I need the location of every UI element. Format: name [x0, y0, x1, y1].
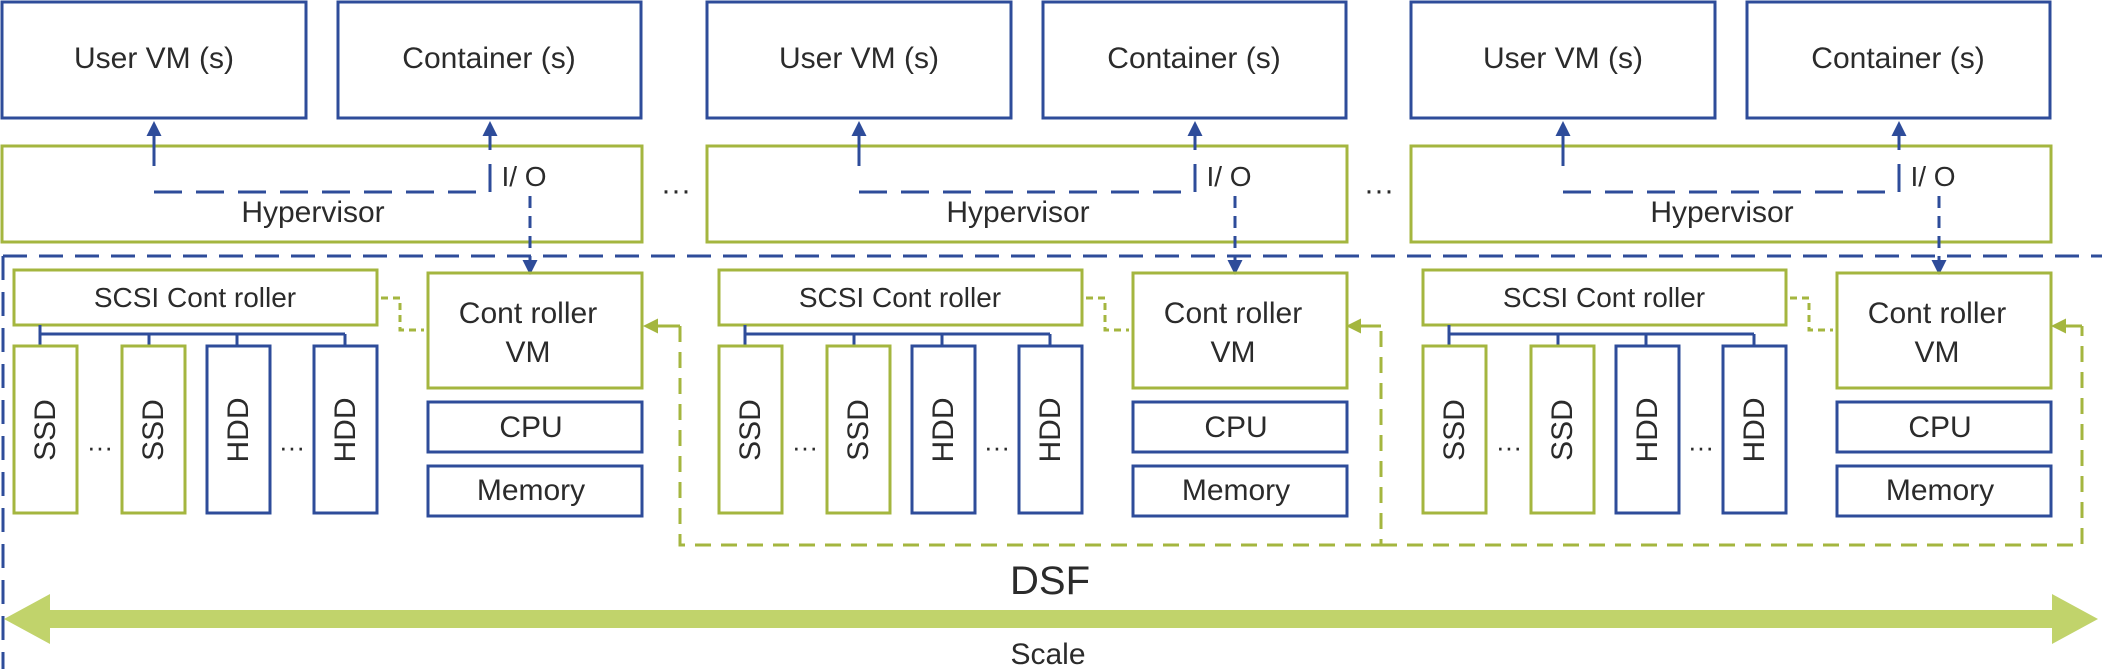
disk-hdd-label: HDD — [1631, 398, 1664, 463]
scsi-controller-link — [381, 296, 424, 332]
disk-ssd-label: SSD — [137, 399, 170, 461]
scsi-controller-box — [1421, 268, 1788, 327]
disk-ssd — [825, 344, 892, 515]
cpu-label: CPU — [1908, 411, 1971, 444]
disk-ellipsis: ··· — [984, 432, 1010, 462]
storage-pool-boundary — [678, 326, 2084, 547]
dsf-boundary — [1, 254, 2102, 669]
user-vm-label: User VM (s) — [779, 42, 939, 75]
disk-hdd — [910, 344, 977, 515]
disk-ssd-label: SSD — [842, 399, 875, 461]
scsi-disk-bus — [1447, 325, 1756, 346]
scsi-controller-box — [717, 268, 1084, 327]
node-gap-ellipsis: ··· — [1364, 174, 1394, 207]
cpu-label: CPU — [1204, 411, 1267, 444]
disk-hdd-label: HDD — [1034, 398, 1067, 463]
controller-vm-label-line2: VM — [506, 336, 551, 369]
node: User VM (s) Container (s) Hypervisor I/ … — [0, 0, 644, 518]
cpu-label: CPU — [499, 411, 562, 444]
user-vm-label: User VM (s) — [1483, 42, 1643, 75]
scsi-controller-box — [12, 268, 379, 327]
disk-ellipsis: ··· — [1688, 432, 1714, 462]
disk-ssd-label: SSD — [29, 399, 62, 461]
user-vm-box — [1409, 0, 1717, 120]
disk-ssd — [1529, 344, 1596, 515]
container-label: Container (s) — [1811, 42, 1984, 75]
hypervisor-label: Hypervisor — [946, 196, 1089, 229]
disk-hdd-label: HDD — [329, 398, 362, 463]
disk-ssd — [1421, 344, 1488, 515]
hypervisor-box — [705, 144, 1349, 244]
scsi-controller-label: SCSI Cont roller — [94, 282, 296, 313]
scsi-controller-link — [1086, 296, 1129, 332]
disk-ssd-label: SSD — [1438, 399, 1471, 461]
cpu-box — [1131, 400, 1349, 454]
scsi-controller-link — [1790, 296, 1833, 332]
hypervisor-box — [0, 144, 644, 244]
io-dashed-path — [859, 146, 1197, 194]
memory-label: Memory — [477, 474, 585, 507]
cpu-box — [1835, 400, 2053, 454]
io-label: I/ O — [1910, 161, 1955, 192]
io-dashed-path — [154, 146, 492, 194]
controller-vm-label-line2: VM — [1915, 336, 1960, 369]
cpu-box — [426, 400, 644, 454]
container-label: Container (s) — [1107, 42, 1280, 75]
controller-vm-label-line2: VM — [1211, 336, 1256, 369]
dsf-label: DSF — [1010, 559, 1090, 603]
disk-ellipsis: ··· — [87, 432, 113, 462]
disk-ssd — [717, 344, 784, 515]
disk-hdd — [1017, 344, 1084, 515]
disk-hdd-label: HDD — [927, 398, 960, 463]
scsi-controller-label: SCSI Cont roller — [799, 282, 1001, 313]
controller-vm-label-line1: Cont roller — [1164, 297, 1302, 330]
disk-hdd — [1614, 344, 1681, 515]
disk-hdd-label: HDD — [222, 398, 255, 463]
scale-label: Scale — [1010, 638, 1085, 669]
hypervisor-label: Hypervisor — [1650, 196, 1793, 229]
hypervisor-box — [1409, 144, 2053, 244]
io-label: I/ O — [1206, 161, 1251, 192]
scsi-disk-bus — [38, 325, 347, 346]
scale-arrow — [4, 594, 2098, 644]
controller-vm-label-line1: Cont roller — [459, 297, 597, 330]
memory-label: Memory — [1182, 474, 1290, 507]
user-vm-box — [705, 0, 1013, 120]
controller-vm-box — [1131, 271, 1349, 390]
disk-hdd — [1721, 344, 1788, 515]
io-label: I/ O — [501, 161, 546, 192]
container-box — [1041, 0, 1348, 120]
hypervisor-label: Hypervisor — [241, 196, 384, 229]
node: User VM (s) Container (s) Hypervisor I/ … — [705, 0, 1349, 518]
container-label: Container (s) — [402, 42, 575, 75]
scsi-disk-bus — [743, 325, 1052, 346]
memory-box — [426, 464, 644, 518]
disk-hdd-label: HDD — [1738, 398, 1771, 463]
memory-box — [1131, 464, 1349, 518]
user-vm-box — [0, 0, 308, 120]
memory-label: Memory — [1886, 474, 1994, 507]
controller-vm-box — [1835, 271, 2053, 390]
disk-ellipsis: ··· — [279, 432, 305, 462]
disk-ssd-label: SSD — [734, 399, 767, 461]
container-box — [336, 0, 643, 120]
disk-hdd — [205, 344, 272, 515]
disk-ssd — [12, 344, 79, 515]
controller-vm-label-line1: Cont roller — [1868, 297, 2006, 330]
user-vm-label: User VM (s) — [74, 42, 234, 75]
memory-box — [1835, 464, 2053, 518]
disk-ssd-label: SSD — [1546, 399, 1579, 461]
io-dashed-path — [1563, 146, 1901, 194]
disk-ellipsis: ··· — [792, 432, 818, 462]
scsi-controller-label: SCSI Cont roller — [1503, 282, 1705, 313]
container-box — [1745, 0, 2052, 120]
disk-hdd — [312, 344, 379, 515]
controller-vm-box — [426, 271, 644, 390]
disk-ellipsis: ··· — [1496, 432, 1522, 462]
node-gap-ellipsis: ··· — [661, 174, 691, 207]
disk-ssd — [120, 344, 187, 515]
node: User VM (s) Container (s) Hypervisor I/ … — [1409, 0, 2053, 518]
